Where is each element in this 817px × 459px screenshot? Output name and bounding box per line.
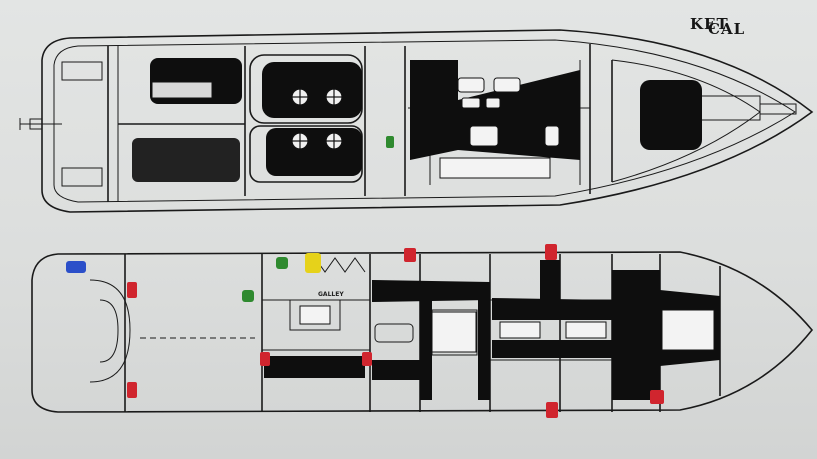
lower-deck-berths — [299, 305, 715, 353]
marker-red-6 — [362, 352, 372, 366]
upper-deck-dark-areas — [132, 58, 702, 182]
marker-red-1 — [127, 282, 137, 298]
marker-green-upper — [386, 136, 394, 148]
marker-red-3 — [404, 248, 416, 262]
title-fragment-top: CAL — [708, 20, 746, 38]
upper-deck-plan — [19, 29, 814, 213]
marker-blue — [66, 261, 86, 273]
marker-green-1 — [276, 257, 288, 269]
upper-deck-hatches — [291, 88, 343, 150]
galley-label: GALLEY — [318, 291, 344, 298]
marker-green-2 — [242, 290, 254, 302]
upper-salon-furniture — [151, 77, 560, 179]
marker-red-2 — [127, 382, 137, 398]
title-fragment-bottom: KET — [690, 15, 729, 33]
marker-red-8 — [650, 390, 664, 404]
marker-red-7 — [546, 402, 558, 418]
marker-red-4 — [545, 244, 557, 260]
marker-yellow — [305, 253, 321, 273]
colored-markers — [66, 136, 664, 418]
marker-red-5 — [260, 352, 270, 366]
